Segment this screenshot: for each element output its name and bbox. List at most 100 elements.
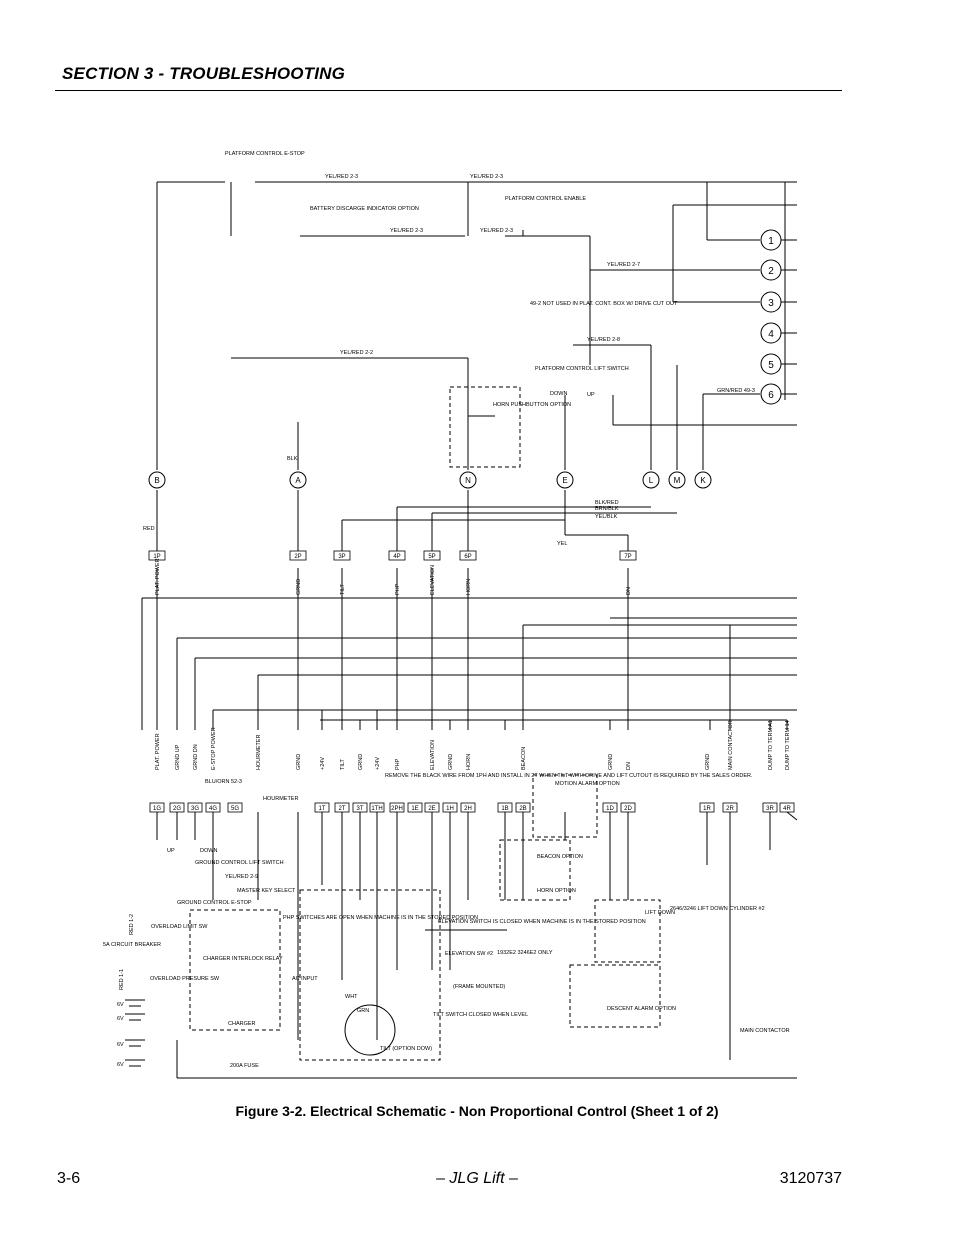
bus-label: MAIN CONTACTOR — [728, 720, 734, 770]
pin-6p: 6P — [464, 554, 471, 560]
connector-e: E — [562, 476, 567, 485]
enable-label: PLATFORM CONTROL ENABLE — [505, 196, 586, 202]
connector-n: N — [465, 476, 471, 485]
battery-indicator-label: BATTERY DISCARGE INDICATOR OPTION — [310, 206, 419, 212]
wire-blk: BLK — [287, 456, 298, 462]
wire-brn-blk: BRN/BLK — [595, 506, 619, 512]
overload-limit-label: OVERLOAD LIMIT SW — [151, 924, 208, 930]
lower-pin-label: 2G — [173, 806, 181, 812]
pin-5p: 5P — [428, 554, 435, 560]
main-contactor-label: MAIN CONTACTOR — [740, 1028, 790, 1034]
horn-option-label: HORN PUSHBUTTON OPTION — [493, 402, 571, 408]
bus-label: +24V — [375, 757, 381, 770]
lower-pin-box — [602, 802, 618, 813]
ground-lift-switch-label: GROUND CONTROL LIFT SWITCH — [195, 860, 284, 866]
wire-wht: WHT — [345, 994, 358, 1000]
bus-label: ELEVATION — [430, 740, 436, 770]
lower-pin-box — [149, 802, 165, 813]
php-switches-note: PHP SWITCHES ARE OPEN WHEN MACHINE IS IN… — [283, 915, 478, 921]
terminal-6: 6 — [768, 390, 774, 401]
lower-pin-label: 2H — [464, 806, 472, 812]
connector-a: A — [295, 476, 301, 485]
lower-pin-label: 5G — [231, 806, 239, 812]
terminal-3: 3 — [768, 298, 774, 309]
bus-label: GRND — [296, 754, 302, 770]
lower-pin-box — [699, 802, 715, 813]
lower-pin-label: 2PH — [391, 806, 403, 812]
lower-pin-label: 1H — [446, 806, 454, 812]
mid-label: HORN — [466, 579, 472, 595]
mid-label: TILT — [340, 583, 346, 595]
lower-pin-box — [515, 802, 531, 813]
bus-label: PHP — [395, 758, 401, 770]
lower-pin-box — [442, 802, 458, 813]
bus-label: DUMP TO TERM A1 — [768, 720, 774, 770]
lower-pin-box — [352, 802, 368, 813]
wire-yel-blk: YEL/BLK — [595, 514, 618, 520]
mid-label: PLAT. POWER — [155, 558, 161, 595]
bus-label: GRND — [358, 754, 364, 770]
footer-brand: – JLG Lift – — [436, 1170, 518, 1187]
estop-label: PLATFORM CONTROL E-STOP — [225, 151, 305, 157]
lift-down-label: LIFT DOWN — [645, 910, 675, 916]
wire-yel-red-2-8: YEL/RED 2-8 — [587, 337, 620, 343]
figure-caption: Figure 3-2. Electrical Schematic - Non P… — [235, 1103, 719, 1119]
horn-option-lower-label: HORN OPTION — [537, 888, 576, 894]
electrical-schematic: 1 2 3 4 5 6 B A N E L M K 1P 2P 3P — [103, 151, 798, 1079]
mid-label: PHP — [395, 583, 401, 595]
wire-red-1-2: RED 1-2 — [129, 914, 135, 935]
wire-yel-red-2-3-b: YEL/RED 2-3 — [470, 174, 503, 180]
document-number: 3120737 — [779, 1170, 842, 1187]
wire-grn: GRN — [357, 1008, 369, 1014]
lower-pin-box — [407, 802, 423, 813]
bus-label: DUMP TO TERM 14 — [785, 720, 791, 770]
connector-m: M — [674, 476, 681, 485]
lower-pin-box — [762, 802, 778, 813]
connector-b: B — [154, 476, 159, 485]
elevation-note: ELEVATION SWITCH IS CLOSED WHEN MACHINE … — [438, 919, 646, 925]
wire-blu-orn: BLU/ORN 52-3 — [205, 779, 242, 785]
bus-label: +24V — [320, 757, 326, 770]
lower-pin-label: 2T — [338, 806, 345, 812]
lower-pin-box — [187, 802, 203, 813]
descent-alarm-label: DESCENT ALARM OPTION — [607, 1006, 676, 1012]
down-label: DOWN — [550, 391, 567, 397]
charger-label: CHARGER — [228, 1021, 256, 1027]
wire-red-1-1: RED 1-1 — [119, 969, 125, 990]
lower-pin-label: 3T — [356, 806, 363, 812]
remove-note: REMOVE THE BLACK WIRE FROM 1PH AND INSTA… — [385, 773, 753, 779]
page-number: 3-6 — [57, 1170, 81, 1187]
wire-yel-red-2-3-a: YEL/RED 2-3 — [325, 174, 358, 180]
wire-yel: YEL — [557, 541, 567, 547]
master-key-label: MASTER KEY SELECT — [237, 888, 296, 894]
lower-pin-label: 4R — [783, 806, 791, 812]
terminal-2: 2 — [768, 266, 774, 277]
lower-pin-label: 1TH — [371, 806, 382, 812]
fuse-label: 200A FUSE — [230, 1063, 259, 1069]
pin-7p: 7P — [624, 554, 631, 560]
lower-pin-label: 3R — [766, 806, 774, 812]
note-49-2: 49-2 NOT USED IN PLAT. CONT. BOX W/ DRIV… — [530, 301, 678, 307]
charger-relay-label: CHARGER INTERLOCK RELAY — [203, 956, 283, 962]
up-label: UP — [587, 392, 595, 398]
bus-label: DN — [626, 762, 632, 770]
wire-grn-red-49-3: GRN/RED 49-3 — [717, 388, 755, 394]
lower-pin-box — [497, 802, 513, 813]
header-rule — [55, 90, 842, 91]
lower-pin-label: 1G — [153, 806, 161, 812]
lower-pin-box — [369, 802, 385, 813]
lift-switch-label: PLATFORM CONTROL LIFT SWITCH — [535, 366, 629, 372]
pin-3p: 3P — [338, 554, 345, 560]
bus-label: BEACON — [521, 747, 527, 770]
pin-4p: 4P — [393, 554, 400, 560]
wire-up-short: UP — [167, 848, 175, 854]
wire-yel-red-2-9: YEL/RED 2-9 — [225, 874, 258, 880]
connector-k: K — [700, 476, 706, 485]
lower-pin-box — [779, 802, 795, 813]
lower-pin-label: 2E — [428, 806, 435, 812]
battery-6v-d: 6V — [117, 1062, 124, 1068]
pin-2p: 2P — [294, 554, 301, 560]
battery-6v-c: 6V — [117, 1042, 124, 1048]
connector-l: L — [649, 476, 654, 485]
elevation-sw2-label: ELEVATION SW #2 — [445, 951, 493, 957]
